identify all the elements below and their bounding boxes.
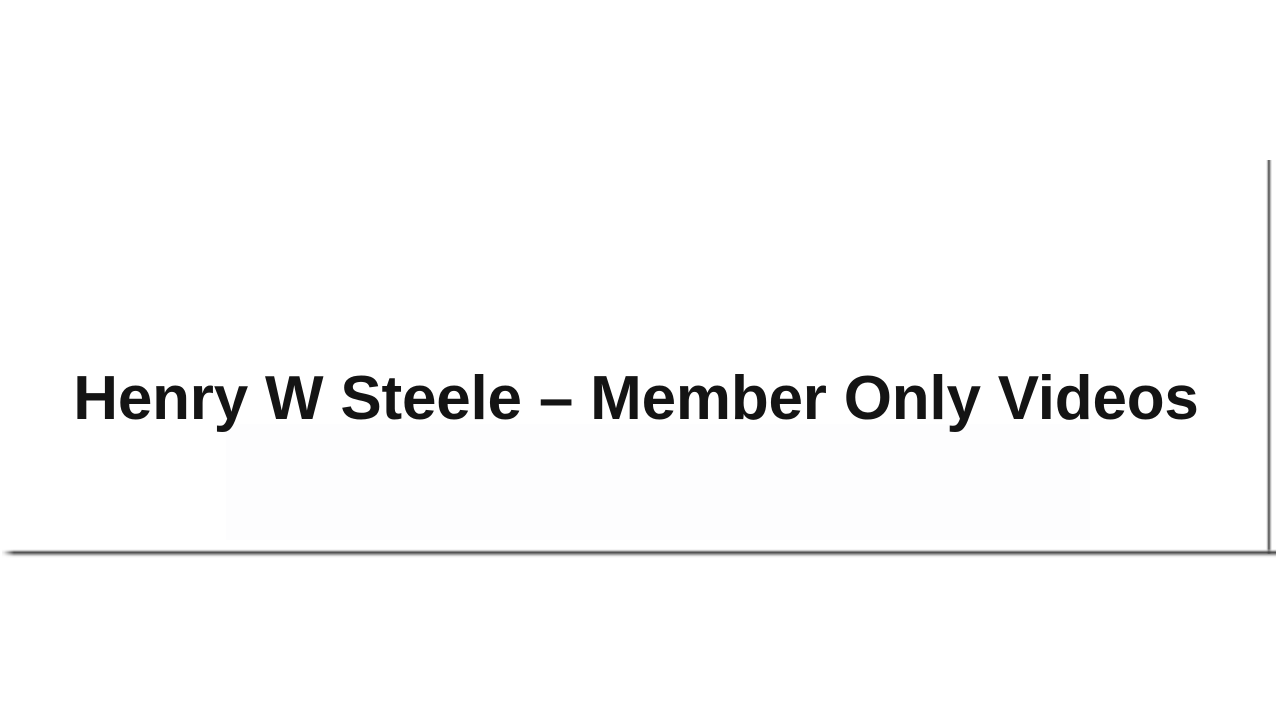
page-bottom-margin [0, 558, 1280, 720]
document-page[interactable]: Henry W Steele – Member Only Videos [0, 0, 1272, 553]
page-edge-bottom-shadow [2, 549, 1276, 558]
page-title: Henry W Steele – Member Only Videos [73, 363, 1199, 433]
page-edge-right-shadow [1266, 160, 1272, 554]
content-placeholder-block [226, 424, 1090, 540]
page-edge-left-fade [0, 546, 14, 560]
